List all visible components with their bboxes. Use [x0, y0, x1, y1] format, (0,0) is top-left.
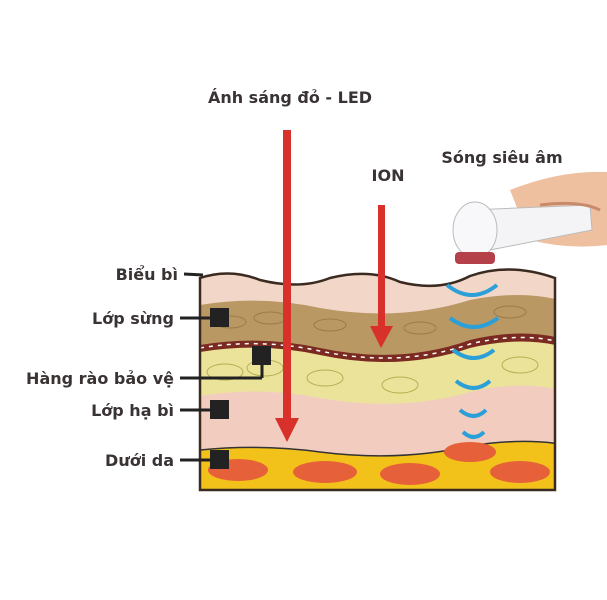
subcutaneous-label: Dưới da — [105, 451, 174, 470]
ion-arrow — [370, 205, 393, 348]
barrier-label: Hàng rào bảo vệ — [26, 369, 174, 388]
ion-label: ION — [372, 166, 405, 185]
skin-outline — [198, 268, 557, 492]
led-label: Ánh sáng đỏ - LED — [208, 88, 372, 107]
ultrasound-waves — [445, 283, 500, 439]
dermis-label: Lớp hạ bì — [91, 401, 174, 420]
stratum-corneum-label: Lớp sừng — [92, 309, 174, 328]
epidermis-label: Biểu bì — [116, 265, 178, 284]
led-arrow — [275, 130, 299, 442]
ultrasound-device-icon — [452, 171, 607, 264]
ultrasound-label: Sóng siêu âm — [441, 148, 562, 167]
label-markers — [210, 308, 271, 469]
